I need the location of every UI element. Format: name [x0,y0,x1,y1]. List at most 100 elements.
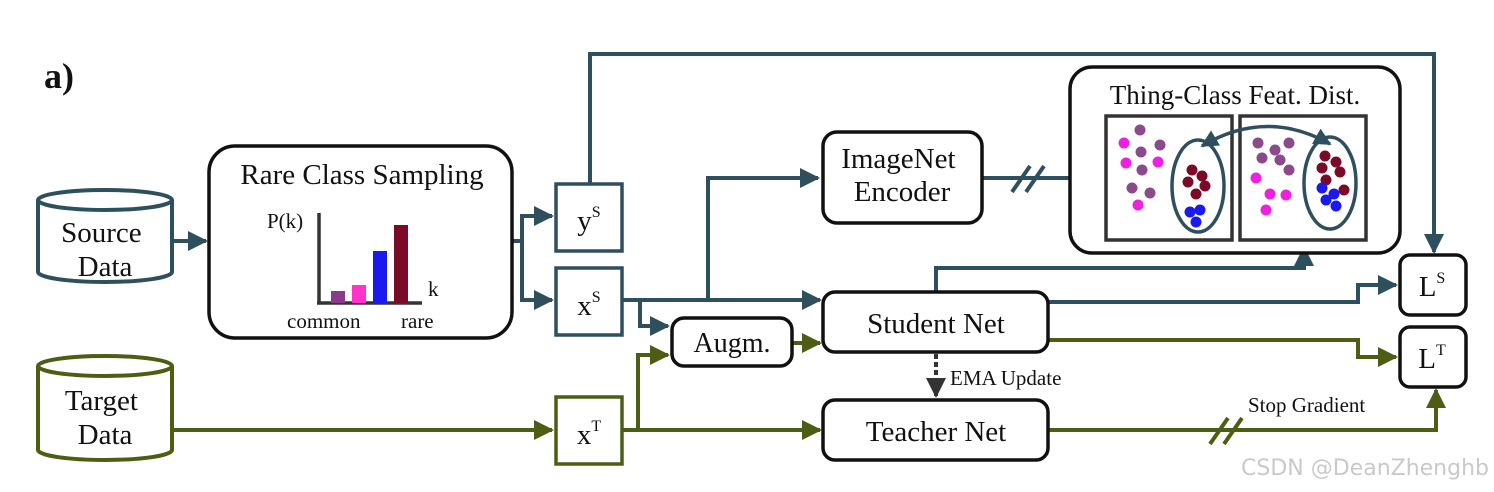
svg-text:LT: LT [1418,342,1446,375]
rare-class-sampling-box: Rare Class Sampling P(k) k common rare [207,144,514,340]
augm-label: Augm. [694,328,771,359]
feat-dot-6 [1136,164,1148,176]
ys-node: yS [554,182,624,253]
rcs-bar-2 [352,285,366,303]
svg-text:xS: xS [577,289,600,322]
edge-xs-to-augm [638,300,670,336]
imagenet-label: ImageNet Encoder [841,143,963,208]
edge-xs-to-imagenet [706,168,820,300]
feat-dot-19 [1252,137,1264,149]
ls-node: LS [1398,253,1468,317]
feat-dot-12 [1196,170,1208,182]
lt-node: LT [1398,325,1468,389]
feat-dot-23 [1274,154,1286,166]
xs-sup: S [592,289,601,306]
xt-sup: T [591,418,601,435]
rcs-bar-3 [373,251,387,303]
feat-dot-7 [1152,156,1164,168]
xs-node: xS [554,266,624,337]
feat-dot-29 [1319,150,1331,162]
svg-text:yS: yS [577,204,600,237]
edge-rcs-to-xs [520,241,554,310]
source-data-line-1: Source [61,217,142,249]
feat-cluster-left [1170,138,1226,234]
edge-teacher-to-lt [1048,388,1446,432]
student-net-node: Student Net [821,290,1050,354]
edge-ys-to-ls [588,52,1444,254]
feat-dot-13 [1182,176,1194,188]
ls-label: L [1419,271,1437,303]
feat-dot-4 [1154,139,1166,151]
target-data-line-1: Target [65,385,138,417]
student-net-label: Student Net [867,308,1005,340]
rcs-bar-4 [394,225,408,303]
feat-dot-16 [1184,206,1196,218]
xt-label: x [577,419,592,451]
rcs-xlabel: k [428,277,439,301]
feat-dot-17 [1194,204,1206,216]
teacher-net-label: Teacher Net [866,416,1006,448]
feat-dot-21 [1283,137,1295,149]
watermark: CSDN @DeanZhenghb [1241,456,1489,481]
feat-dot-38 [1330,200,1342,212]
feat-dot-14 [1199,180,1211,192]
xt-node: xT [554,395,624,466]
edge-student-to-feat [934,246,1314,292]
feat-dot-8 [1126,182,1138,194]
feat-dot-35 [1316,182,1328,194]
feat-dot-18 [1190,216,1202,228]
feat-dot-34 [1338,184,1350,196]
feat-dot-22 [1256,152,1268,164]
feat-dot-32 [1334,166,1346,178]
feat-dot-26 [1264,188,1276,200]
target-data-cylinder: Target Data [36,354,174,462]
lt-sup: T [1436,342,1446,359]
svg-text:xT: xT [577,418,602,451]
imagenet-line-1: ImageNet [841,143,955,175]
feat-dot-37 [1320,194,1332,206]
ys-label: y [577,205,592,237]
xs-label: x [577,290,592,322]
teacher-net-node: Teacher Net [821,398,1050,462]
feat-dot-25 [1283,164,1295,176]
edge-student-to-ls [1048,275,1398,304]
feat-dot-3 [1135,146,1147,158]
panel-label: a) [44,56,74,96]
feat-dot-20 [1269,144,1281,156]
feat-dot-10 [1132,199,1144,211]
edge-xt-to-augm [636,345,670,430]
rcs-common-label: common [287,309,361,333]
imagenet-line-2: Encoder [854,176,951,208]
imagenet-encoder-node: ImageNet Encoder [821,130,984,225]
edge-rcs-split [512,206,554,243]
source-data-line-2: Data [78,251,133,283]
feat-distance-arrow [1200,124,1332,148]
feat-dot-31 [1316,162,1328,174]
feat-dot-15 [1190,188,1202,200]
edge-student-to-lt [1048,338,1398,367]
feat-dot-28 [1260,204,1272,216]
rcs-title: Rare Class Sampling [240,159,483,191]
lt-label: L [1418,343,1436,375]
feat-dot-24 [1250,172,1262,184]
svg-text:LS: LS [1419,270,1446,303]
feat-dist-title: Thing-Class Feat. Dist. [1110,80,1361,110]
feat-dot-36 [1328,188,1340,200]
augm-node: Augm. [670,316,794,368]
stop-gradient-slash-1 [1010,164,1046,194]
stop-gradient-label: Stop Gradient [1248,393,1365,417]
ys-sup: S [592,204,601,221]
rcs-bar-1 [331,291,345,303]
target-data-line-2: Data [78,419,133,451]
feat-dot-2 [1118,137,1130,149]
rcs-ylabel: P(k) [267,209,303,233]
target-data-label: Target Data [65,385,145,451]
ema-update-label: EMA Update [950,366,1061,390]
feat-dot-30 [1330,156,1342,168]
feat-dot-1 [1134,124,1146,136]
feat-dot-11 [1186,164,1198,176]
source-data-label: Source Data [61,217,149,283]
source-data-cylinder: Source Data [36,188,174,284]
feat-dot-9 [1144,187,1156,199]
